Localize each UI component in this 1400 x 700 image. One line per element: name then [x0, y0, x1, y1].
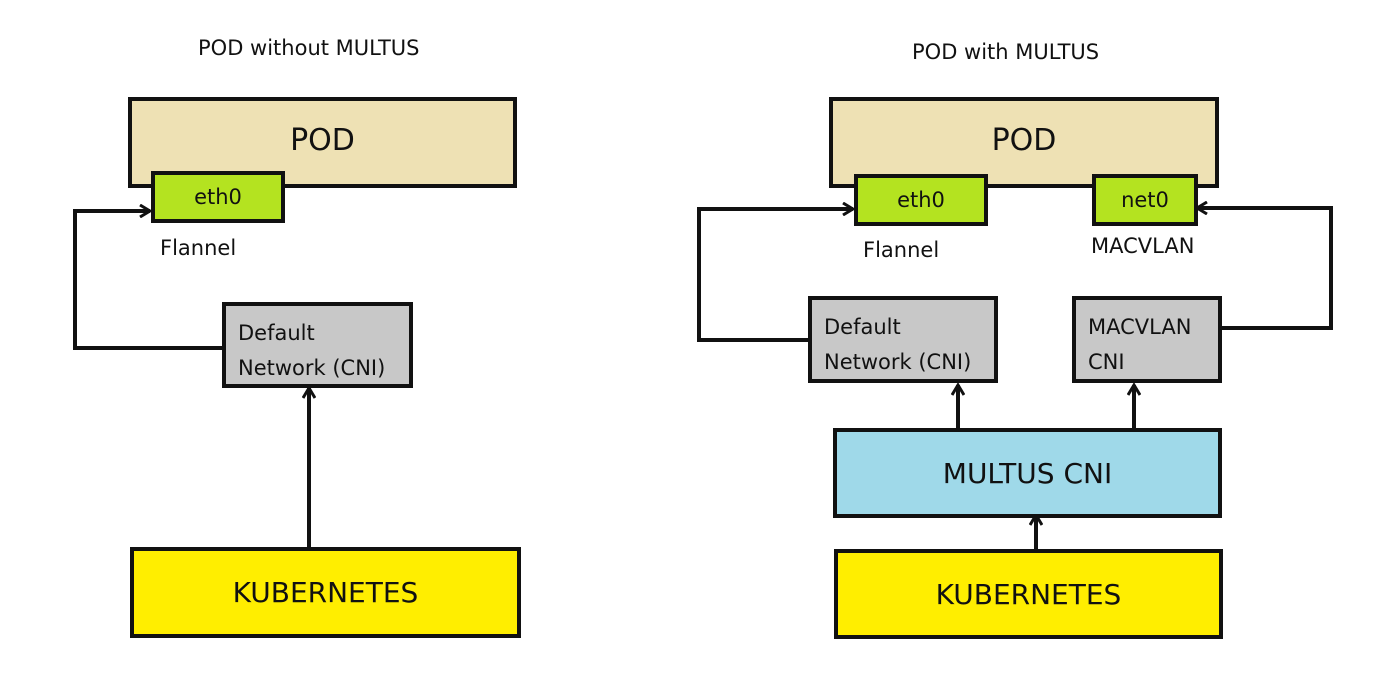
left-kubernetes-box: KUBERNETES — [130, 547, 521, 638]
left-default-cni-box: Default Network (CNI) — [222, 302, 413, 388]
left-pod-box: POD — [128, 97, 517, 188]
right-macvlan-cni-line1: MACVLAN — [1088, 315, 1192, 339]
left-flannel-connector — [73, 211, 222, 350]
right-diagram-title: POD with MULTUS — [912, 40, 1100, 64]
right-macvlan-cni-box: MACVLAN CNI — [1072, 296, 1222, 383]
right-net0-label: net0 — [1121, 188, 1169, 212]
left-default-cni-line1: Default — [238, 321, 315, 345]
right-net0-interface: net0 — [1092, 174, 1198, 226]
right-macvlan-connector — [1197, 208, 1333, 330]
right-pod-box: POD — [829, 97, 1219, 188]
right-kubernetes-box: KUBERNETES — [834, 549, 1223, 639]
right-multus-cni-box: MULTUS CNI — [833, 428, 1222, 518]
right-pod-label: POD — [991, 123, 1057, 158]
right-eth0-label: eth0 — [897, 188, 945, 212]
right-macvlan-label: MACVLAN — [1091, 234, 1195, 258]
right-macvlan-cni-line2: CNI — [1088, 350, 1125, 374]
right-flannel-connector — [697, 209, 853, 342]
right-kubernetes-label: KUBERNETES — [935, 577, 1122, 611]
left-kubernetes-label: KUBERNETES — [232, 576, 419, 609]
left-diagram-title: POD without MULTUS — [198, 36, 420, 60]
right-eth0-interface: eth0 — [854, 174, 988, 226]
right-default-cni-line2: Network (CNI) — [824, 350, 972, 374]
left-eth0-label: eth0 — [194, 185, 242, 209]
right-flannel-label: Flannel — [863, 238, 940, 262]
right-default-cni-line1: Default — [824, 315, 901, 339]
right-default-cni-box: Default Network (CNI) — [808, 296, 998, 383]
right-multus-label: MULTUS CNI — [942, 456, 1113, 490]
left-default-cni-line2: Network (CNI) — [238, 356, 386, 380]
left-eth0-interface: eth0 — [151, 171, 285, 223]
left-flannel-label: Flannel — [160, 236, 237, 260]
left-pod-label: POD — [290, 123, 355, 158]
